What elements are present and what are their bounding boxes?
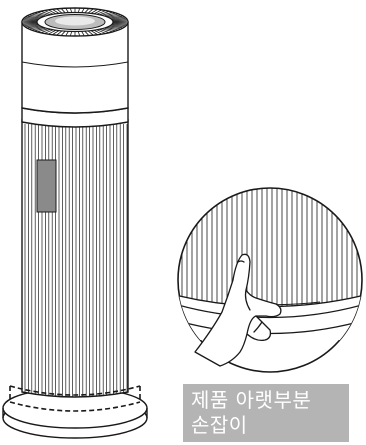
handle-highlight-marker: [9, 385, 141, 412]
grille-slat: [70, 31, 73, 36]
grille-slat: [112, 19, 127, 21]
grille-slat: [81, 31, 85, 36]
grille-slat: [110, 16, 124, 20]
grille-slat: [96, 29, 105, 34]
grille-slat: [106, 13, 118, 17]
grille-slat: [104, 27, 115, 32]
grille-slat: [23, 19, 38, 21]
grille-slat: [70, 8, 73, 13]
grille-slat: [23, 23, 38, 25]
grille-slat: [41, 28, 51, 33]
grille-slat: [45, 29, 54, 34]
top-grille: [21, 7, 129, 37]
grille-slat: [52, 9, 60, 14]
grille-slat: [65, 31, 69, 36]
grille-slat: [104, 12, 115, 17]
grille-slat: [99, 28, 109, 33]
grille-slat: [84, 8, 89, 14]
grille-slat: [27, 25, 41, 29]
grille-slat: [90, 9, 98, 14]
grille-slat: [24, 18, 39, 20]
caption-line-2: 손잡이: [191, 413, 248, 437]
grille-slat: [41, 11, 51, 16]
grille-slat: [101, 12, 112, 16]
top-cylinder: [21, 21, 129, 114]
grille-slat: [99, 11, 109, 16]
grille-slat: [26, 24, 40, 28]
grille-slat: [52, 30, 60, 35]
grille-slat: [27, 15, 41, 19]
grille-slat: [109, 25, 123, 29]
grille-slat: [93, 29, 102, 35]
grille-slat: [90, 30, 98, 35]
grille-slat: [111, 24, 126, 26]
grille-slat: [111, 18, 126, 20]
grille-slat: [87, 30, 94, 36]
grille-slat: [29, 14, 43, 18]
grille-slat: [56, 8, 63, 14]
grille-slat: [87, 8, 94, 14]
grille-slat: [112, 23, 127, 25]
grille-slat: [32, 13, 44, 17]
detail-zoom-circle: [177, 187, 363, 373]
grille-slat: [65, 8, 69, 13]
hand-illustration: [194, 253, 282, 367]
grille-slat: [84, 30, 89, 36]
grille-slat: [56, 30, 63, 36]
grille-slat: [106, 27, 118, 31]
grille-slat: [101, 28, 112, 32]
grille-slat: [110, 24, 124, 28]
grille-slat: [107, 26, 121, 30]
caption-line-1: 제품 아랫부분: [191, 388, 312, 412]
display-panel: [36, 159, 57, 213]
handle-caption: 제품 아랫부분 손잡이: [183, 384, 349, 442]
grille-slat: [77, 8, 80, 13]
grille-slat: [24, 24, 39, 26]
grille-slat: [45, 10, 54, 15]
grille-slat: [61, 8, 66, 14]
grille-slat: [35, 27, 46, 32]
grille-slat: [29, 26, 43, 30]
grille-slat: [109, 15, 123, 19]
grille-slat: [96, 10, 105, 15]
grille-slat: [38, 12, 49, 16]
grille-slat: [107, 14, 121, 18]
grille-slat: [32, 27, 44, 31]
grille-slat: [48, 9, 57, 15]
base-plate: [2, 387, 148, 439]
grille-slat: [81, 8, 85, 13]
grille-slat: [77, 31, 80, 36]
grille-slat: [48, 29, 57, 35]
grille-slat: [93, 9, 102, 15]
grille-slat: [38, 28, 49, 32]
grille-slat: [35, 12, 46, 17]
grille-slat: [26, 16, 40, 20]
grille-slat: [61, 30, 66, 36]
